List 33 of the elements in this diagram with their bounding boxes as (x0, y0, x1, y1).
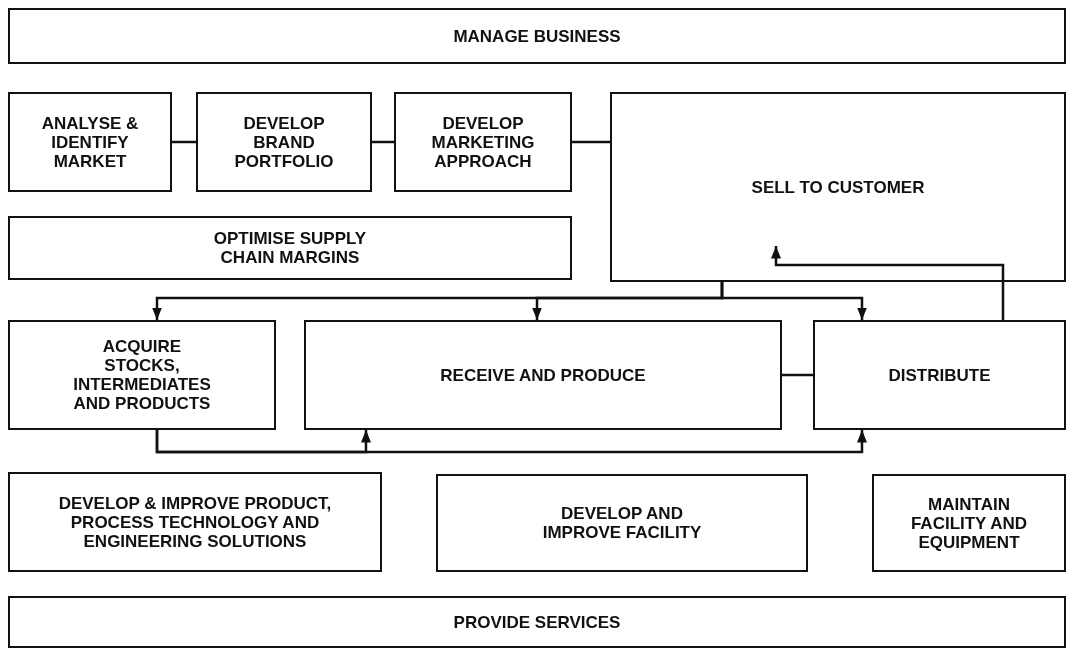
process-box (8, 8, 1066, 64)
process-box (8, 92, 172, 192)
process-box (436, 474, 808, 572)
process-label: DEVELOP & IMPROVE PRODUCT, PROCESS TECHNOLOGY AND ENGINEERING SOLUTIONS (57, 493, 333, 551)
process-box (196, 92, 372, 192)
process-label: DISTRIBUTE (888, 365, 991, 385)
process-label: RECEIVE AND PRODUCE (440, 365, 646, 385)
process-box (8, 320, 276, 430)
process-label: SELL TO CUSTOMER (751, 177, 925, 197)
process-box (610, 92, 1066, 282)
process-box (872, 474, 1066, 572)
process-label: PROVIDE SERVICES (453, 612, 621, 632)
process-label: DEVELOP MARKETING APPROACH (430, 113, 536, 171)
process-box (813, 320, 1066, 430)
process-box (304, 320, 782, 430)
process-box (394, 92, 572, 192)
process-label: MAINTAIN FACILITY AND EQUIPMENT (909, 494, 1029, 552)
arrow (771, 246, 1005, 320)
process-label: OPTIMISE SUPPLY CHAIN MARGINS (212, 229, 368, 267)
process-label: DEVELOP BRAND PORTFOLIO (233, 113, 335, 171)
process-label: ACQUIRE STOCKS, INTERMEDIATES AND PRODUCTS (72, 337, 212, 413)
connector-line (782, 373, 813, 377)
connector-line (172, 140, 196, 144)
process-box (8, 472, 382, 572)
process-label: ANALYSE & IDENTIFY MARKET (40, 113, 140, 171)
arrow (720, 282, 867, 320)
process-label: DEVELOP AND IMPROVE FACILITY (541, 504, 703, 542)
connector-line (372, 140, 394, 144)
arrow (155, 430, 867, 454)
connector-line (572, 140, 610, 144)
process-label: MANAGE BUSINESS (453, 26, 621, 46)
process-box (8, 216, 572, 280)
process-box (8, 596, 1066, 648)
